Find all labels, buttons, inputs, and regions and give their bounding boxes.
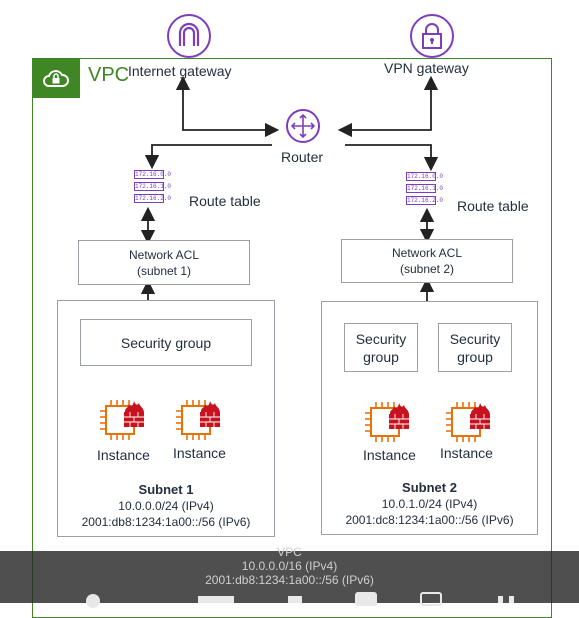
subnet-ipv6: 2001:dc8:1234:1a00::/56 (IPv6) [345, 513, 514, 527]
security-group-label: group [457, 348, 493, 365]
vpc-footer-ipv6: 2001:db8:1234:1a00::/56 (IPv6) [205, 573, 374, 587]
fullscreen-icon[interactable] [420, 592, 442, 606]
acl-title: Network ACL [128, 247, 200, 262]
instance-label: Instance [173, 445, 226, 461]
subnet-2-info: Subnet 2 10.0.1.0/24 (IPv4) 2001:dc8:123… [321, 480, 538, 528]
vpn-gateway-icon [408, 12, 456, 65]
subnet-1-info: Subnet 1 10.0.0.0/24 (IPv4) 2001:db8:123… [57, 482, 275, 530]
ec2-instance-icon [175, 399, 221, 441]
vpc-cloud-icon [32, 58, 80, 98]
ec2-instance-icon [364, 401, 410, 443]
route-row: 172.16.1.0 [406, 184, 444, 193]
network-acl-subnet-2: Network ACL (subnet 2) [341, 239, 513, 283]
route-table-label-1: Route table [189, 193, 261, 209]
route-row: 172.16.2.0 [406, 196, 444, 205]
vpn-gateway-label: VPN gateway [384, 60, 469, 76]
instance-label: Instance [440, 445, 493, 461]
vpc-footer-ipv4: 10.0.0.0/16 (IPv4) [241, 559, 338, 573]
ec2-instance-icon [445, 401, 491, 443]
vpc-footer: VPC 10.0.0.0/16 (IPv4) 2001:db8:1234:1a0… [0, 545, 579, 587]
router-label: Router [281, 149, 324, 165]
play-icon[interactable] [86, 594, 100, 608]
internet-gateway-label: Internet gateway [128, 63, 232, 79]
acl-subnet: (subnet 2) [399, 262, 455, 276]
instance-label: Instance [363, 447, 416, 463]
subnet-title: Subnet 2 [402, 480, 457, 495]
captions-icon[interactable] [355, 592, 377, 606]
subnet-title: Subnet 1 [138, 482, 194, 497]
route-row: 172.16.1.0 [134, 182, 172, 191]
subnet-ipv6: 2001:db8:1234:1a00::/56 (IPv6) [81, 515, 251, 529]
route-row: 172.16.2.0 [134, 194, 172, 203]
route-table-icon-2: 172.16.0.0 172.16.1.0 172.16.2.0 [406, 172, 444, 208]
network-acl-subnet-1: Network ACL (subnet 1) [78, 240, 250, 285]
internet-gateway-icon [165, 12, 213, 65]
security-group-label: Security group [120, 334, 212, 351]
instance-label: Instance [97, 447, 150, 463]
security-group-label: Security [449, 330, 501, 347]
subnet-ipv4: 10.0.0.0/24 (IPv4) [118, 499, 214, 513]
volume-icon[interactable] [288, 596, 302, 603]
route-row: 172.16.0.0 [134, 170, 172, 179]
vpc-footer-title: VPC [277, 545, 302, 559]
pause-icon[interactable] [498, 596, 514, 603]
route-table-icon-1: 172.16.0.0 172.16.1.0 172.16.2.0 [134, 170, 172, 206]
route-row: 172.16.0.0 [406, 172, 444, 181]
subnet-ipv4: 10.0.1.0/24 (IPv4) [381, 497, 478, 511]
speed-icon[interactable] [198, 596, 234, 603]
acl-subnet: (subnet 1) [136, 263, 192, 278]
security-group-label: Security [355, 330, 407, 347]
vpc-label: VPC [88, 64, 130, 86]
security-group-subnet-2b: Security group [438, 323, 512, 372]
security-group-subnet-1: Security group [80, 319, 252, 366]
route-table-label-2: Route table [457, 198, 529, 214]
router-icon [285, 108, 321, 149]
acl-title: Network ACL [391, 246, 463, 260]
ec2-instance-icon [99, 399, 145, 441]
security-group-label: group [363, 348, 399, 365]
security-group-subnet-2a: Security group [344, 323, 418, 372]
